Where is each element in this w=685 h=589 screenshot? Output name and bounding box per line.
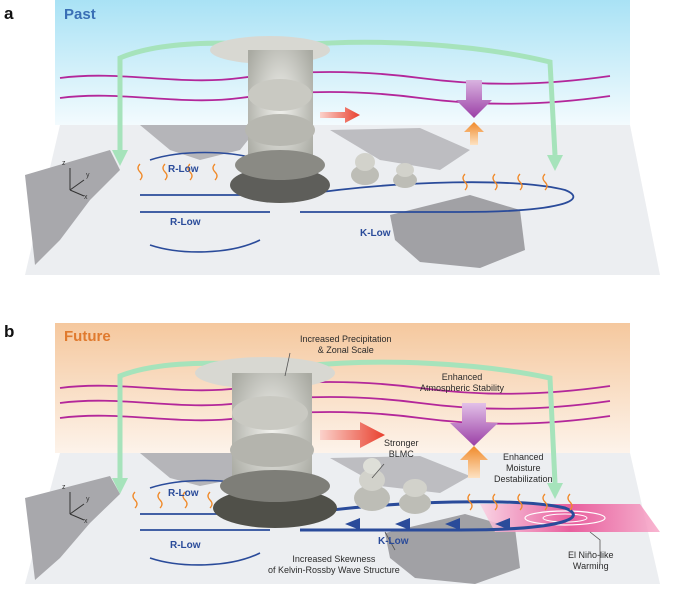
upper-wave-3 (59, 411, 611, 425)
era-label: Future (64, 328, 111, 345)
k-low-label: K-Low (378, 536, 409, 547)
walker-east-arrow (304, 359, 558, 484)
walker-west-arrowhead (112, 150, 128, 166)
walker-west-arrowhead (112, 478, 128, 494)
era-label: Past (64, 6, 96, 23)
r-low-bottom-label: R-Low (170, 217, 201, 228)
subsidence-arrow (450, 403, 498, 446)
annotation-increased-precip: Increased Precipitation & Zonal Scale (300, 334, 392, 355)
eastward-propagation-arrow (320, 107, 360, 123)
annotation-el-nino: El Niño-like Warming (568, 550, 614, 571)
convective-tower (210, 36, 330, 203)
panel-a: a Past R-Low R-Low K-Low z y x (0, 0, 685, 280)
k-low-arrows (345, 518, 510, 530)
small-cloud-2 (399, 479, 431, 514)
r-low-top-label: R-Low (168, 488, 199, 499)
axes-glyph (69, 168, 85, 197)
panel-b: b Future R-Low R-Low K-Low Increased Pre… (0, 318, 685, 589)
land-australia (390, 195, 525, 268)
axis-x: x (84, 194, 88, 201)
moisture-arrow (464, 122, 484, 145)
panel-b-diagram (25, 323, 660, 584)
r-low-bottom-label: R-Low (170, 540, 201, 551)
walker-east-arrowhead (547, 155, 563, 171)
panel-a-diagram (25, 0, 660, 275)
k-low-circ (299, 500, 575, 532)
annotation-skewness: Increased Skewness of Kelvin-Rossby Wave… (268, 554, 400, 575)
upper-wave-2 (59, 396, 611, 410)
walker-east-arrow (299, 39, 558, 156)
r-low-bottom-circ (149, 552, 261, 566)
annotation-moisture-destab: Enhanced Moisture Destabilization (494, 452, 553, 484)
r-low-top-label: R-Low (168, 164, 199, 175)
annotation-atmos-stability: Enhanced Atmospheric Stability (420, 372, 505, 393)
moisture-arrow (460, 446, 488, 478)
moisture-squiggles (137, 163, 548, 191)
moisture-squiggles (132, 491, 573, 511)
panel-letter: b (4, 322, 15, 341)
small-cloud-1 (354, 458, 390, 511)
k-low-circ (299, 181, 575, 213)
sky-layer (55, 0, 630, 125)
walker-east-arrowhead (547, 483, 563, 499)
land-africa (25, 476, 120, 580)
axis-y: y (86, 172, 90, 179)
upper-wave-1 (59, 71, 611, 85)
axis-z: z (62, 484, 66, 491)
axis-z: z (62, 160, 66, 167)
callout-lines (284, 352, 601, 564)
k-low-label: K-Low (360, 228, 391, 239)
axis-y: y (86, 496, 90, 503)
axes-glyph (69, 492, 85, 521)
land-asia (140, 125, 260, 160)
eastward-propagation-arrow (320, 422, 385, 448)
land-africa (25, 150, 120, 265)
small-cloud-2 (393, 163, 417, 188)
upper-wave-1 (59, 381, 611, 395)
upper-wave-2 (59, 91, 611, 105)
convective-tower (195, 357, 337, 528)
subsidence-arrow (456, 80, 492, 118)
land-se-asia (330, 128, 470, 170)
small-cloud-1 (351, 153, 379, 185)
r-low-bottom-circ (149, 239, 261, 253)
axis-x: x (84, 518, 88, 525)
panel-letter: a (4, 4, 14, 23)
annotation-blmc: Stronger BLMC (384, 438, 419, 459)
